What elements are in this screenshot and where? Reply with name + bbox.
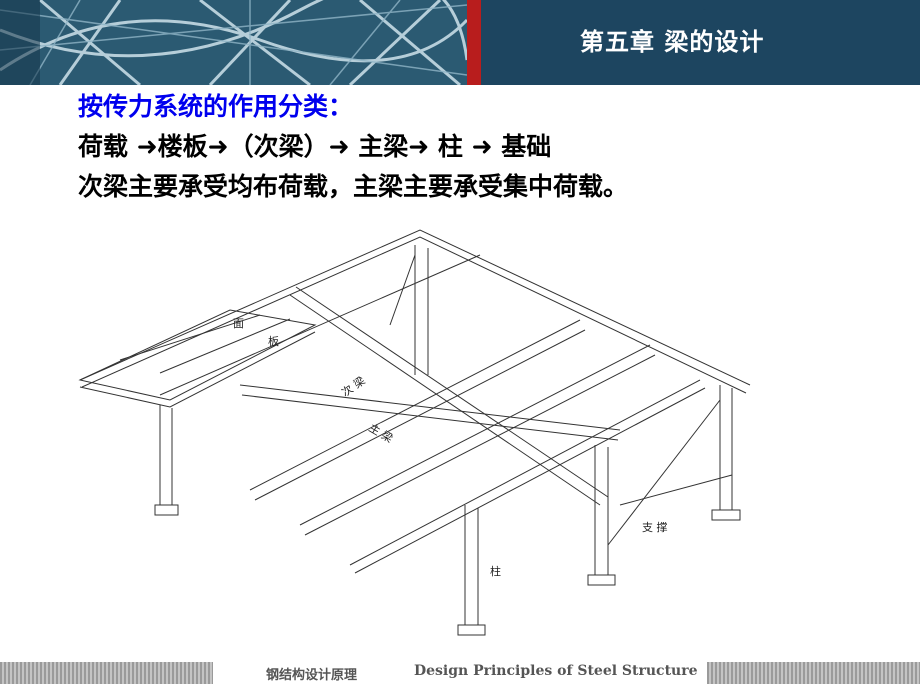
slab-label-2: 板	[268, 334, 279, 348]
column-label: 柱	[490, 564, 501, 578]
secondary-beam-label: 次 梁	[339, 373, 368, 399]
load-path-text: 荷载 ➜楼板➜（次梁）➜ 主梁➜ 柱 ➜ 基础	[78, 132, 552, 161]
chapter-title: 第五章 梁的设计	[580, 28, 765, 56]
slab-label-1: 面	[233, 317, 244, 330]
banner-steel-structure-image	[0, 0, 467, 85]
footer-course-title-chinese: 钢结构设计原理	[266, 668, 358, 683]
header-banner: 第五章 梁的设计	[0, 0, 920, 85]
steel-frame-diagram: 面 板 次 梁 主 梁 支 撑 柱	[78, 229, 751, 636]
accent-red-bar	[467, 0, 481, 85]
main-beam-label: 主 梁	[367, 420, 396, 445]
bracing-label: 支 撑	[642, 520, 668, 534]
footer-stripe-right	[707, 662, 920, 684]
classification-heading: 按传力系统的作用分类：	[78, 92, 354, 121]
footer-course-title-english: Design Principles of Steel Structure	[414, 663, 698, 679]
beam-load-description: 次梁主要承受均布荷载，主梁主要承受集中荷载。	[78, 172, 629, 201]
footer-stripe-left	[0, 662, 213, 684]
